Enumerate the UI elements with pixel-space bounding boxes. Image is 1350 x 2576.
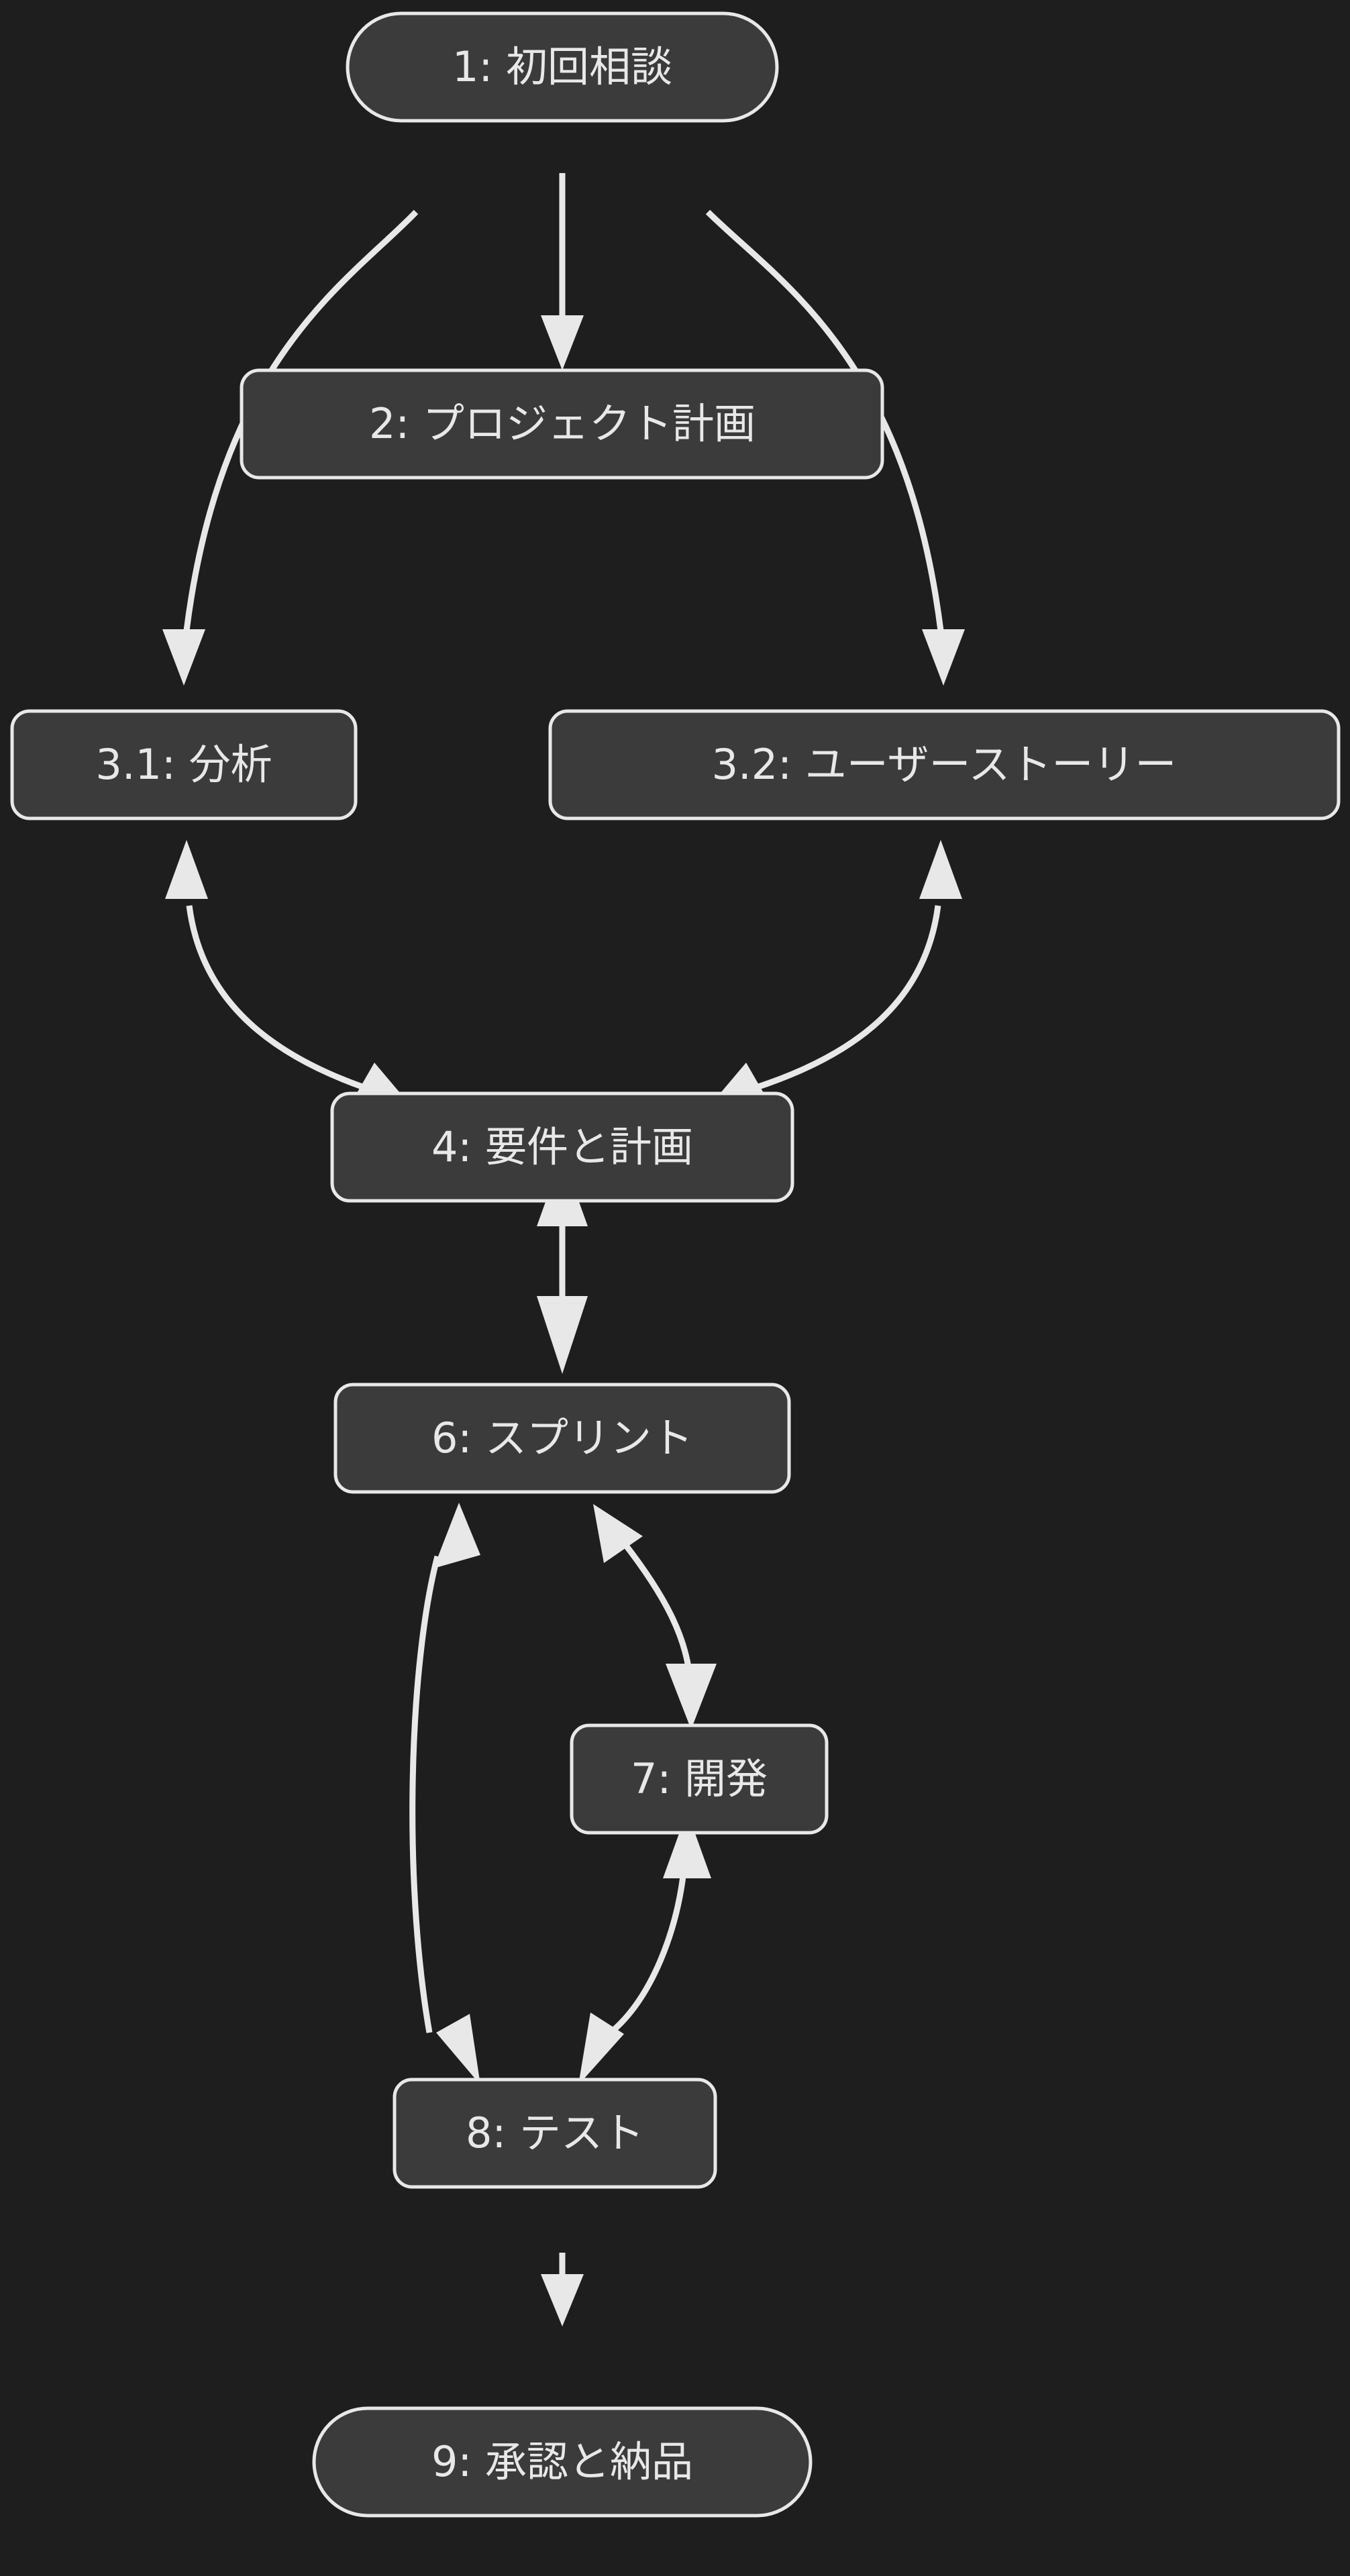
arrowhead-down-icon <box>541 2274 584 2326</box>
edge-line <box>183 209 419 631</box>
arrowhead-up-icon <box>433 1503 480 1568</box>
node-label: 3.2: ユーザーストーリー <box>712 740 1177 789</box>
node-3-2-user-story[interactable]: 3.2: ユーザーストーリー <box>548 709 1341 820</box>
arrowhead-down-icon <box>162 629 205 686</box>
edge-line <box>621 1541 693 1678</box>
node-4-requirements-and-plan[interactable]: 4: 要件と計画 <box>330 1091 794 1203</box>
node-shape-stadium[interactable] <box>346 11 779 123</box>
node-6-sprint[interactable]: 6: スプリント <box>333 1383 791 1494</box>
node-9-approval-and-delivery[interactable]: 9: 承認と納品 <box>312 2406 813 2518</box>
edge-line <box>609 1864 688 2035</box>
node-label: 9: 承認と納品 <box>431 2437 693 2486</box>
edge-line <box>186 905 364 1090</box>
node-layer: 1: 初回相談 2: プロジェクト計画 3.1: 分析 3.2: ユーザーストー… <box>10 11 1341 2518</box>
edge-n31-n4 <box>165 840 411 1107</box>
edge-n8-n9 <box>541 2253 584 2326</box>
edge-line <box>757 905 941 1090</box>
node-shape-rect[interactable] <box>10 709 358 820</box>
node-shape-rect[interactable] <box>240 368 884 480</box>
edge-n7-n8 <box>578 1811 711 2085</box>
node-shape-rect[interactable] <box>570 1723 829 1835</box>
edge-n1-n2 <box>541 173 584 370</box>
node-3-1-analysis[interactable]: 3.1: 分析 <box>10 709 358 820</box>
edge-line <box>409 1555 441 2033</box>
node-2-project-plan[interactable]: 2: プロジェクト計画 <box>240 368 884 480</box>
node-label: 4: 要件と計画 <box>431 1122 693 1171</box>
node-shape-rect[interactable] <box>548 709 1341 820</box>
node-1-initial-consultation[interactable]: 1: 初回相談 <box>346 11 779 123</box>
node-7-development[interactable]: 7: 開発 <box>570 1723 829 1835</box>
edge-n6-n8 <box>409 1503 480 2085</box>
node-label: 6: スプリント <box>431 1413 693 1462</box>
arrowhead-down-icon <box>537 1296 588 1374</box>
arrowhead-down-icon <box>541 315 584 370</box>
node-shape-rect[interactable] <box>393 2078 717 2189</box>
node-8-testing[interactable]: 8: テスト <box>393 2078 717 2189</box>
node-shape-rect[interactable] <box>330 1091 794 1203</box>
arrowhead-up-icon <box>593 1504 643 1563</box>
edge-n2-n31 <box>162 209 419 686</box>
node-shape-rect[interactable] <box>333 1383 791 1494</box>
arrowhead-down-icon <box>578 2012 624 2085</box>
edge-line <box>705 209 944 631</box>
edge-n2-n32 <box>705 209 965 686</box>
arrowhead-up-icon <box>165 840 208 899</box>
node-shape-stadium[interactable] <box>312 2406 813 2518</box>
node-label: 2: プロジェクト計画 <box>369 399 756 448</box>
arrowhead-down-icon <box>922 629 965 686</box>
arrowhead-up-icon <box>919 840 962 899</box>
arrowhead-up-icon <box>663 1811 711 1878</box>
node-label: 3.1: 分析 <box>95 740 272 789</box>
node-label: 7: 開発 <box>631 1754 768 1803</box>
edge-layer <box>162 173 965 2326</box>
edge-n32-n4 <box>710 840 962 1107</box>
node-label: 1: 初回相談 <box>452 42 672 91</box>
node-label: 8: テスト <box>466 2108 644 2157</box>
edge-n6-n7 <box>593 1504 717 1729</box>
arrowhead-down-icon <box>666 1664 717 1729</box>
arrowhead-down-icon <box>436 2014 480 2085</box>
